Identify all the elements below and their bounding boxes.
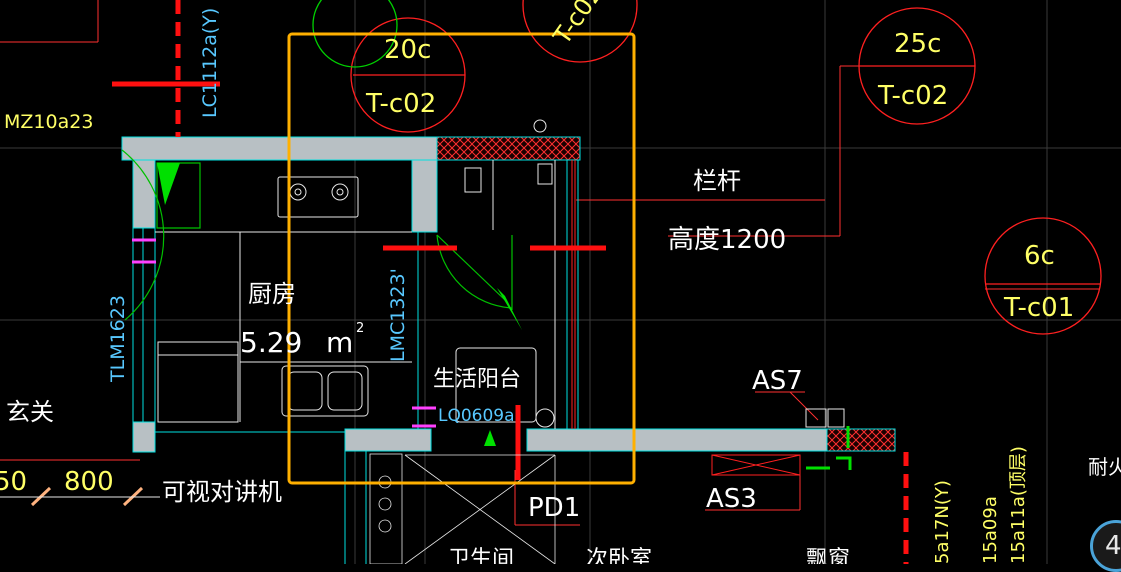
green-brackets (806, 426, 852, 470)
cyan-outlines (132, 160, 579, 564)
door-swings (121, 149, 513, 321)
bay-window-label: 飘窗 (806, 547, 850, 564)
lq-label: LQ0609a (438, 406, 515, 426)
magenta-markers (132, 238, 436, 428)
green-marker-3 (484, 430, 496, 446)
lc-vertical-label: LC1112a(Y) (199, 8, 221, 118)
kitchen-area-unit: m (326, 326, 353, 359)
hatched-balcony-wall (436, 136, 581, 161)
tlm-vertical-label: TLM1623 (107, 295, 129, 383)
lmc-vertical-label: LMC1323' (387, 268, 409, 362)
bathroom-label: 卫生间 (448, 547, 514, 564)
fire-label: 耐火 (1088, 455, 1121, 479)
height-label: 高度1200 (668, 225, 786, 255)
mz-label: MZ10a23 (4, 111, 93, 133)
tag-1-bottom: T-c02 (365, 89, 436, 119)
balcony-label: 生活阳台 (433, 367, 521, 392)
leader-lines (0, 0, 1100, 526)
top-partial-tag: T-c02 (547, 0, 608, 50)
right-vertical-label-2: 15a09a (980, 496, 1001, 564)
bedroom-label: 次卧室 (586, 547, 652, 564)
green-door-marker (157, 163, 180, 205)
walls (121, 136, 828, 453)
railing-label: 栏杆 (693, 167, 741, 195)
dim-800: 800 (64, 467, 114, 497)
kitchen-label: 厨房 (248, 280, 296, 308)
intercom-label: 可视对讲机 (162, 478, 282, 506)
green-door-marker-2 (497, 288, 522, 330)
red-lines (571, 160, 576, 429)
as3-label: AS3 (706, 484, 757, 514)
pd1-label: PD1 (528, 493, 580, 523)
tag-3-bottom: T-c01 (1003, 293, 1074, 323)
red-axis-marks (112, 81, 606, 480)
bathroom-hatch (369, 453, 556, 564)
tag-2-bottom: T-c02 (877, 81, 948, 111)
tag-2-top: 25c (894, 29, 941, 59)
green-tag-circle (312, 0, 398, 68)
kitchen-area-sup: 2 (356, 321, 364, 336)
kitchen-area-number: 5.29 (240, 326, 302, 359)
tag-1-top: 20c (384, 35, 431, 65)
entrance-label: 玄关 (6, 398, 54, 426)
selection-rectangle[interactable] (287, 32, 636, 485)
bay-window-hatch (711, 454, 801, 476)
right-vertical-label-3: 15a11a(顶层) (1008, 446, 1029, 564)
dim-50: 50 (0, 467, 27, 497)
tag-circles (350, 0, 1102, 335)
kitchen-fixtures (155, 119, 556, 429)
as7-symbols (805, 408, 845, 428)
red-dashed-axes (175, 0, 909, 564)
hatched-right-wall (826, 428, 896, 452)
as7-label: AS7 (752, 366, 803, 396)
tag-3-top: 6c (1024, 241, 1055, 271)
right-vertical-label-1: 5a17N(Y) (932, 480, 953, 564)
